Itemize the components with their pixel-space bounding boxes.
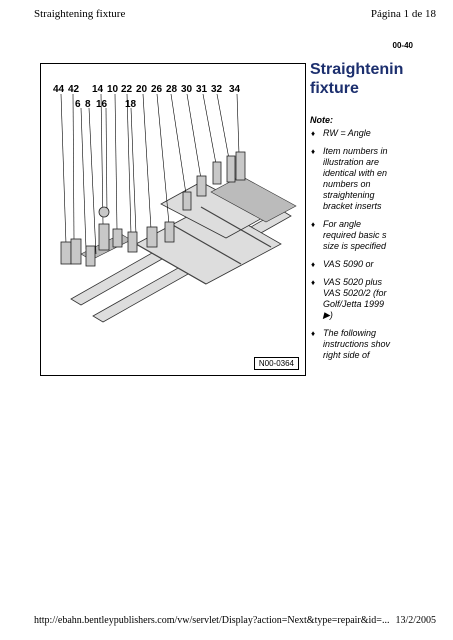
diamond-bullet-icon: ♦ [311, 278, 316, 287]
callout: 26 [151, 84, 163, 95]
diamond-bullet-icon: ♦ [311, 220, 316, 229]
document-title-line: fixture [310, 80, 359, 97]
list-item: ♦ VAS 5090 or [306, 259, 412, 270]
list-item: ♦ Item numbers in illustration are identi… [306, 146, 412, 212]
callout: 16 [96, 99, 108, 110]
callout: 32 [211, 84, 223, 95]
callout: 31 [196, 84, 208, 95]
note-text: VAS 5090 or [323, 259, 374, 269]
page-number: Página 1 de 18 [370, 8, 436, 20]
callout: 8 [85, 99, 91, 110]
callout: 6 [75, 99, 81, 110]
straightening-fixture-illustration [60, 93, 297, 323]
callout: 30 [181, 84, 193, 95]
diamond-bullet-icon: ♦ [311, 329, 316, 338]
figure-reference: N00-0364 [253, 357, 299, 370]
note-text: RW = Angle [323, 128, 371, 138]
callout: 28 [166, 84, 178, 95]
list-item: ♦ The following instructions shov right s… [306, 328, 412, 360]
list-item: ♦ RW = Angle [306, 128, 412, 139]
diamond-bullet-icon: ♦ [311, 147, 316, 156]
callout: 34 [229, 84, 241, 95]
document-title: Straightenin fixture [310, 60, 412, 98]
note-text: VAS 5020 plus VAS 5020/2 (for Golf/Jetta… [323, 277, 387, 320]
callout: 44 [53, 84, 65, 95]
list-item: ♦ For angle required basic s size is spec… [306, 219, 412, 252]
page-header-title: Straightening fixture [34, 8, 126, 20]
diamond-bullet-icon: ♦ [311, 260, 316, 269]
document-title-line: Straightenin [310, 61, 404, 78]
diamond-bullet-icon: ♦ [311, 129, 316, 138]
note-text: Item numbers in illustration are identic… [323, 146, 388, 211]
text-column: Straightenin fixture Note: ♦ RW = Angle ♦… [306, 60, 412, 360]
section-code: 00-40 [392, 41, 413, 50]
footer-url-link[interactable]: http://ebahn.bentleypublishers.com/vw/se… [34, 615, 390, 626]
note-text: The following instructions shov right si… [323, 328, 391, 360]
note-label: Note: [310, 115, 333, 125]
notes-list: ♦ RW = Angle ♦ Item numbers in illustratio… [306, 128, 412, 360]
note-text: For angle required basic s size is speci… [323, 219, 387, 251]
footer-date: 13/2/2005 [395, 615, 436, 626]
callout: 18 [125, 99, 137, 110]
list-item: ♦ VAS 5020 plus VAS 5020/2 (for Golf/Jett… [306, 277, 412, 321]
callout: 42 [68, 84, 80, 95]
callout: 10 [107, 84, 119, 95]
figure-panel: 44 42 14 10 22 20 26 28 30 31 32 34 6 8 … [40, 63, 306, 376]
callout: 14 [92, 84, 104, 95]
callout: 20 [136, 84, 148, 95]
callout: 22 [121, 84, 133, 95]
